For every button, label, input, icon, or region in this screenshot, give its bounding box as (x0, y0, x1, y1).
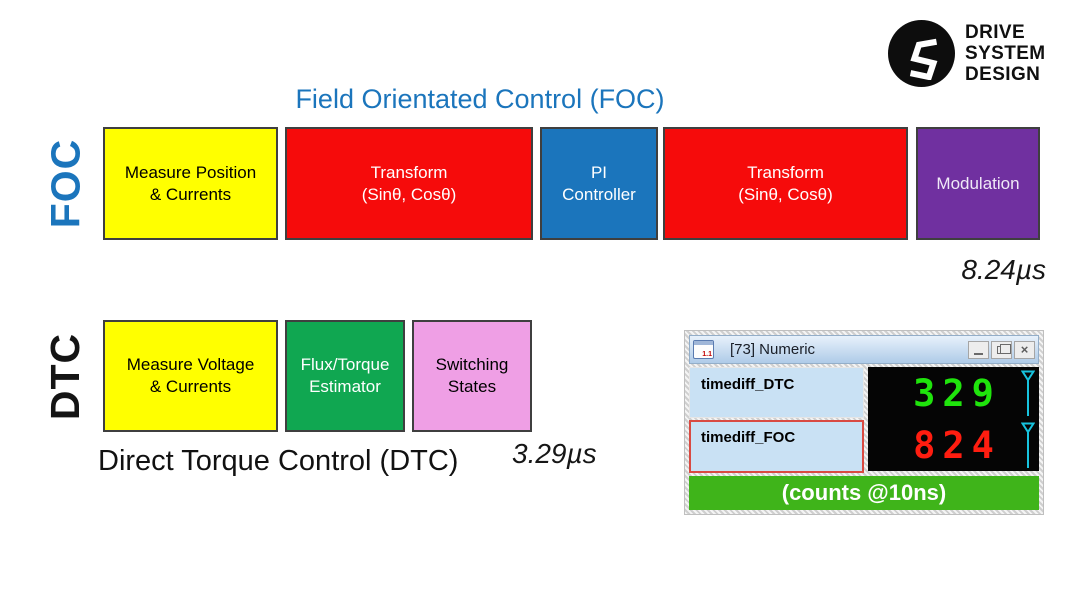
numeric-window-icon-label: 1.1 (702, 351, 712, 358)
window-controls: × (968, 340, 1035, 359)
block-line: PI (590, 162, 608, 182)
minimize-button[interactable] (968, 340, 989, 359)
restore-icon (997, 343, 1011, 354)
foc-block-transform-1: Transform (Sinθ, Cosθ) (285, 127, 533, 240)
block-line: & Currents (149, 184, 232, 204)
foc-title: Field Orientated Control (FOC) (295, 84, 665, 114)
logo-line: DESIGN (965, 64, 1041, 85)
foc-block-pi-controller: PI Controller (540, 127, 658, 240)
numeric-window-icon[interactable]: 1.1 (693, 340, 714, 359)
block-line: Measure Voltage (126, 355, 255, 374)
foc-block-measure-position: Measure Position & Currents (103, 127, 278, 240)
signal-panel-timediff-foc[interactable]: timediff_FOC (689, 420, 864, 473)
signal-panel-timediff-dtc[interactable]: timediff_DTC (689, 367, 864, 418)
needle-indicator-dtc[interactable] (1021, 370, 1035, 417)
block-line: Transform (370, 162, 448, 182)
block-line: Switching (435, 355, 509, 374)
dsd-logo-icon (888, 20, 955, 87)
restore-button[interactable] (991, 340, 1012, 359)
logo-wordmark: DRIVE SYSTEM DESIGN (965, 22, 1046, 85)
block-line: (Sinθ, Cosθ) (361, 184, 457, 204)
numeric-window: 1.1 [73] Numeric × timediff_DTC (684, 330, 1044, 515)
foc-row-label: FOC (42, 138, 89, 229)
dsd-s-glyph (909, 38, 937, 80)
dtc-row-label: DTC (42, 332, 89, 420)
signal-label: timediff_DTC (701, 376, 795, 393)
needle-indicator-foc[interactable] (1021, 422, 1035, 469)
dtc-caption: Direct Torque Control (DTC) (98, 445, 459, 477)
foc-block-transform-2: Transform (Sinθ, Cosθ) (663, 127, 908, 240)
value-timediff-dtc: 329 (913, 371, 1001, 415)
dtc-time-label: 3.29µs (512, 438, 597, 469)
block-line: & Currents (149, 377, 232, 396)
dtc-block-switching-states: Switching States (412, 320, 532, 432)
numeric-window-body: timediff_DTC timediff_FOC 329 824 (689, 367, 1039, 473)
block-line: Measure Position (124, 162, 257, 182)
logo-line: SYSTEM (965, 43, 1046, 64)
dtc-block-measure-voltage: Measure Voltage & Currents (103, 320, 278, 432)
counts-units-bar: (counts @10ns) (689, 476, 1039, 510)
block-line: (Sinθ, Cosθ) (738, 184, 833, 204)
foc-time-label: 8.24µs (961, 254, 1046, 285)
block-line: Modulation (936, 173, 1020, 193)
block-line: States (447, 377, 497, 396)
numeric-window-title: [73] Numeric (730, 341, 816, 358)
block-line: Transform (747, 162, 824, 182)
numeric-window-titlebar[interactable]: 1.1 [73] Numeric × (689, 335, 1039, 364)
numeric-display: 329 824 (867, 367, 1039, 471)
block-line: Flux/Torque (300, 355, 390, 374)
signal-label-column: timediff_DTC timediff_FOC (689, 367, 864, 473)
logo-line: DRIVE (965, 22, 1026, 43)
foc-block-modulation: Modulation (916, 127, 1040, 240)
dtc-block-flux-torque-estimator: Flux/Torque Estimator (285, 320, 405, 432)
drive-system-design-logo: DRIVE SYSTEM DESIGN (888, 20, 1046, 87)
close-button[interactable]: × (1014, 340, 1035, 359)
block-line: Estimator (309, 377, 381, 396)
signal-label: timediff_FOC (701, 429, 796, 446)
close-icon: × (1020, 342, 1029, 357)
value-timediff-foc: 824 (913, 423, 1001, 467)
minimize-icon (974, 352, 983, 355)
block-line: Controller (562, 184, 636, 204)
